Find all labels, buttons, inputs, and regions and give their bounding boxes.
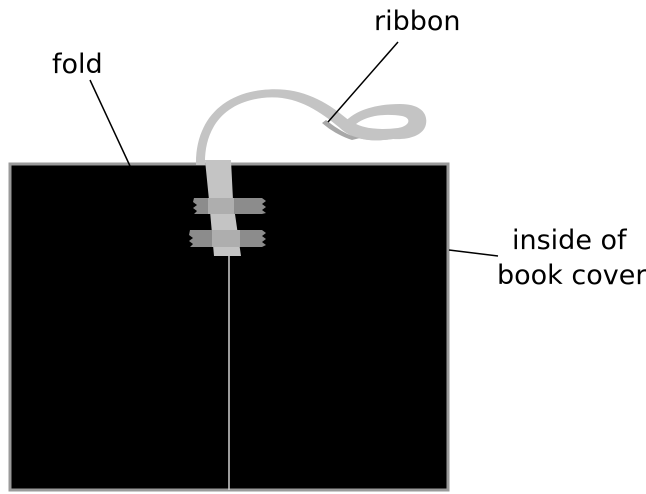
ribbon-leader-line	[327, 41, 399, 123]
ribbon-under-tape-upper	[208, 198, 234, 214]
ribbon-curl-loop	[340, 104, 427, 141]
fold-label: fold	[52, 49, 103, 80]
cover-label-line1: inside of	[512, 225, 628, 256]
cover-label-line2: book cover	[497, 260, 646, 291]
ribbon-label: ribbon	[374, 6, 461, 37]
ribbon-twist-shadow	[322, 120, 360, 140]
fold-leader-line	[89, 79, 131, 167]
tape-pieces	[189, 198, 266, 247]
ribbon-under-tape-lower	[212, 230, 240, 247]
cover-leader-line	[448, 249, 499, 257]
ribbon-curl-upper	[195, 89, 396, 165]
